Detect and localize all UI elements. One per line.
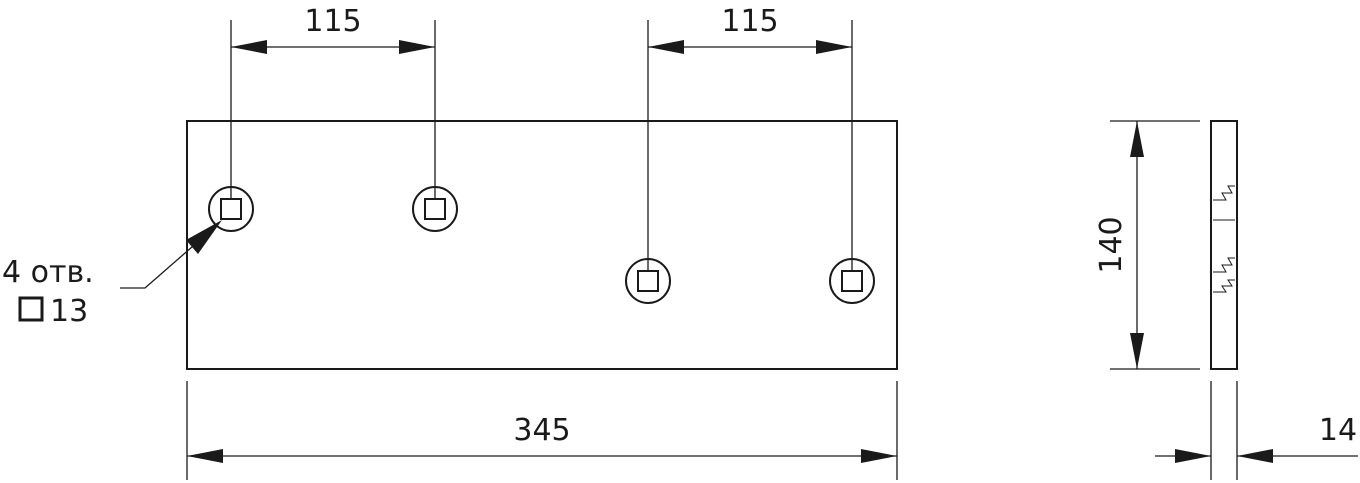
extension-lines-height [1110, 120, 1200, 370]
extension-lines-top [230, 20, 853, 271]
plate-front-view [186, 120, 898, 370]
side-view-hole-break-marks [1213, 185, 1235, 293]
dimension-text-length: 345 [513, 413, 570, 448]
extension-lines-thickness [1210, 381, 1238, 480]
dimension-text-spacing-right: 115 [721, 4, 778, 39]
square-symbol-icon [18, 296, 44, 322]
dimension-text-thickness: 14 [1319, 413, 1357, 448]
hole-note-leader [120, 220, 222, 289]
plate-side-view [1210, 120, 1238, 370]
dimension-text-height: 140 [1094, 216, 1129, 273]
hole-note-count: 4 отв. [2, 255, 94, 290]
extension-lines-length [186, 381, 898, 480]
hole-note-size: 13 [50, 294, 88, 329]
dimension-text-spacing-left: 115 [304, 4, 361, 39]
